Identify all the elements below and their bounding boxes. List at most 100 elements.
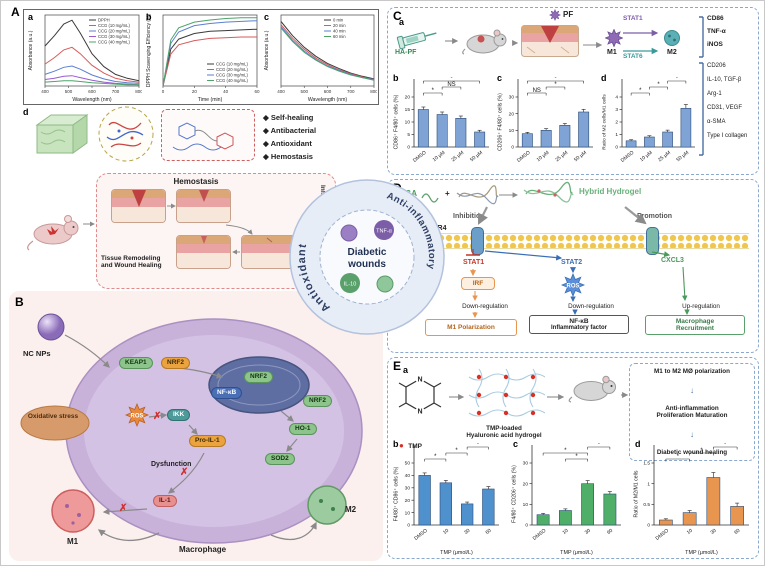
svg-text:10: 10 [405, 120, 411, 126]
svg-text:CD206⁺ F4/80⁺ cells (%): CD206⁺ F4/80⁺ cells (%) [498, 93, 504, 151]
svg-text:*: * [677, 454, 680, 460]
svg-text:DMSO: DMSO [532, 528, 548, 542]
svg-text:800: 800 [370, 89, 377, 94]
macrophage-label: Macrophage [179, 545, 227, 554]
skin-wound-section [521, 25, 579, 57]
panel-a-sub-b: b [146, 12, 152, 22]
ha-pf-label: HA-PF [395, 49, 417, 56]
stat1-label: STAT1 [623, 15, 643, 22]
svg-text:*: * [575, 454, 578, 460]
nrf2-nucleus-pill: NRF2 [244, 371, 273, 384]
svg-text:10: 10 [562, 528, 570, 536]
svg-text:500: 500 [300, 89, 308, 94]
bullet-icon: ◆ [263, 152, 269, 161]
m1-marker: TNF-α [707, 28, 726, 35]
svg-text:0: 0 [407, 145, 410, 151]
svg-text:*: * [639, 88, 642, 94]
svg-text:*: * [477, 443, 480, 448]
nfkb-factor-box: NF-κB Inflammatory factor [529, 315, 629, 334]
outcome-box: M1 to M2 MØ polarization ↓ Anti-inflamma… [629, 363, 755, 461]
promotion-label: Promotion [637, 213, 672, 220]
panel-e-sub-a: a [403, 365, 409, 375]
tmp-structure-icon: N N [398, 374, 442, 416]
mouse-icon [462, 29, 507, 55]
svg-text:*: * [676, 77, 679, 82]
svg-text:0: 0 [615, 145, 618, 151]
svg-text:50 μM: 50 μM [573, 150, 588, 163]
tmp-legend: ● TMP [399, 435, 422, 453]
feature-item: ◆ Antioxidant [263, 139, 312, 148]
m2-marker: IL-10, TGF-β [707, 77, 742, 83]
keap1-pill: KEAP1 [119, 357, 153, 370]
svg-text:CD86⁺ F4/80⁺ cells (%): CD86⁺ F4/80⁺ cells (%) [394, 94, 400, 149]
mouse-icon-e [568, 375, 616, 403]
polymer-network-zoom-icon [98, 106, 154, 162]
pf-label: PF [563, 10, 574, 19]
bullet-icon: ◆ [263, 139, 269, 148]
svg-text:20: 20 [405, 498, 411, 504]
svg-text:60: 60 [733, 528, 741, 536]
svg-text:*: * [455, 448, 458, 454]
svg-text:Wavelength (nm): Wavelength (nm) [308, 97, 348, 103]
svg-text:Wavelength (nm): Wavelength (nm) [72, 97, 112, 103]
tmp-legend-label: TMP [408, 443, 423, 450]
tmp-dot-icon: ● [399, 441, 404, 450]
panel-c-sub-c: c [497, 73, 503, 83]
svg-text:NS: NS [533, 88, 541, 94]
svg-text:25 μM: 25 μM [657, 150, 672, 163]
panel-e-sub-b: b [393, 439, 399, 449]
skin-stage-image [176, 189, 231, 223]
stat6-label: STAT6 [623, 53, 643, 60]
svg-text:20: 20 [405, 95, 411, 101]
m2-marker: CD206 [707, 63, 726, 69]
oxidative-stress-label: Oxidative stress [27, 413, 79, 420]
irf-box: IRF [461, 277, 495, 290]
m1-blob-icon [340, 224, 358, 242]
panel-d-box [387, 179, 759, 353]
inhibit-cross-icon: ✗ [180, 467, 189, 478]
svg-text:DMSO: DMSO [655, 528, 671, 542]
svg-text:TMP (μmol/L): TMP (μmol/L) [685, 550, 718, 556]
bullet-icon: ◆ [263, 126, 269, 135]
svg-text:30: 30 [509, 95, 515, 101]
pf-particle-icon [549, 9, 561, 21]
nc-nps-label: NC NPs [23, 349, 51, 358]
m1-macrophage-icon [605, 29, 623, 47]
svg-text:0 min: 0 min [333, 18, 344, 23]
svg-text:1: 1 [647, 481, 650, 487]
stage-cycle-arrows [167, 203, 253, 255]
tnf-label: TNF-α [376, 229, 393, 235]
svg-text:700: 700 [112, 89, 120, 94]
m2-label: M2 [345, 505, 357, 514]
ga-molecule-icon [421, 193, 439, 203]
svg-text:60 min: 60 min [333, 34, 346, 39]
svg-text:*: * [434, 454, 437, 460]
svg-text:*: * [724, 443, 727, 448]
svg-text:F4/80⁺ CD86⁺ cells (%): F4/80⁺ CD86⁺ cells (%) [394, 466, 400, 521]
down-arrow-icon: ↓ [690, 385, 694, 395]
svg-text:60: 60 [254, 89, 260, 94]
chart-dpph-absorbance: 400500600700800DPPHCCG (10 mg/mL)CCG (20… [26, 11, 143, 103]
svg-text:DMSO: DMSO [413, 528, 429, 542]
svg-text:CCG (30 mg/mL): CCG (30 mg/mL) [98, 34, 130, 39]
receptor-right [646, 227, 659, 255]
svg-text:TMP (μmol/L): TMP (μmol/L) [560, 550, 593, 556]
m1-label: M1 [67, 537, 79, 546]
svg-text:20: 20 [192, 89, 198, 94]
svg-text:10: 10 [686, 528, 694, 536]
svg-text:0: 0 [525, 523, 528, 529]
panel-e-sub-c: c [513, 439, 519, 449]
svg-text:25 μM: 25 μM [554, 150, 569, 163]
svg-text:N: N [417, 409, 422, 416]
skin-stage-image [176, 235, 231, 269]
svg-text:Absorbance (a.u.): Absorbance (a.u.) [28, 30, 34, 70]
panel-e-sub-d: d [635, 439, 641, 449]
svg-text:50: 50 [405, 461, 411, 467]
panel-c-sub-b: b [393, 73, 399, 83]
svg-text:F4/80⁺ CD206⁺ cells (%): F4/80⁺ CD206⁺ cells (%) [512, 465, 518, 523]
svg-text:10: 10 [509, 128, 515, 134]
svg-text:30: 30 [523, 461, 529, 467]
svg-text:50 μM: 50 μM [469, 150, 484, 163]
